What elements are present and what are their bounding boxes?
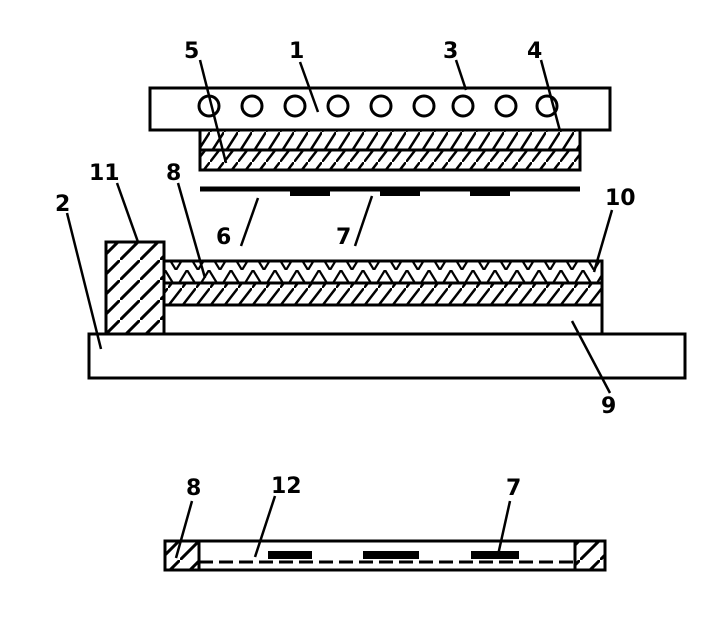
lower-assembly [87, 240, 687, 380]
upper-assembly [148, 86, 612, 196]
label-10: 10 [605, 186, 636, 211]
electrode [380, 190, 420, 196]
upper-layer-5 [198, 148, 582, 172]
heater-hole [240, 94, 264, 118]
label-3: 3 [443, 39, 458, 64]
electrode [470, 190, 510, 196]
layer-8 [162, 281, 604, 307]
heater-hole [535, 94, 559, 118]
label-2: 2 [55, 192, 70, 217]
label-result-8: 8 [186, 476, 201, 501]
heater-hole [451, 94, 475, 118]
leader-lines [65, 59, 614, 559]
result-electrode [471, 551, 519, 559]
result-end-left [163, 539, 201, 572]
block-11 [104, 240, 166, 336]
heater-hole [369, 94, 393, 118]
layer-10 [162, 259, 604, 285]
upper-layer-4 [198, 128, 582, 152]
result-end-right [573, 539, 607, 572]
callout-labels: 5 1 3 4 11 8 10 2 6 7 9 8 12 7 [55, 39, 636, 501]
label-result-12: 12 [271, 474, 302, 499]
heater-holes [197, 94, 559, 118]
label-11: 11 [89, 161, 120, 186]
label-4: 4 [527, 39, 542, 64]
base-plate [87, 332, 687, 380]
label-1: 1 [289, 39, 304, 64]
label-7: 7 [336, 225, 351, 250]
heater-hole [326, 94, 350, 118]
heater-hole [283, 94, 307, 118]
electrode [290, 190, 330, 196]
label-8: 8 [166, 161, 181, 186]
result-electrode [268, 551, 312, 559]
layer-9 [162, 303, 604, 336]
label-5: 5 [184, 39, 199, 64]
result-electrode [363, 551, 419, 559]
label-9: 9 [601, 394, 616, 419]
label-result-7: 7 [506, 476, 521, 501]
label-6: 6 [216, 225, 231, 250]
heater-hole [494, 94, 518, 118]
heater-hole [412, 94, 436, 118]
result-part [163, 539, 607, 572]
